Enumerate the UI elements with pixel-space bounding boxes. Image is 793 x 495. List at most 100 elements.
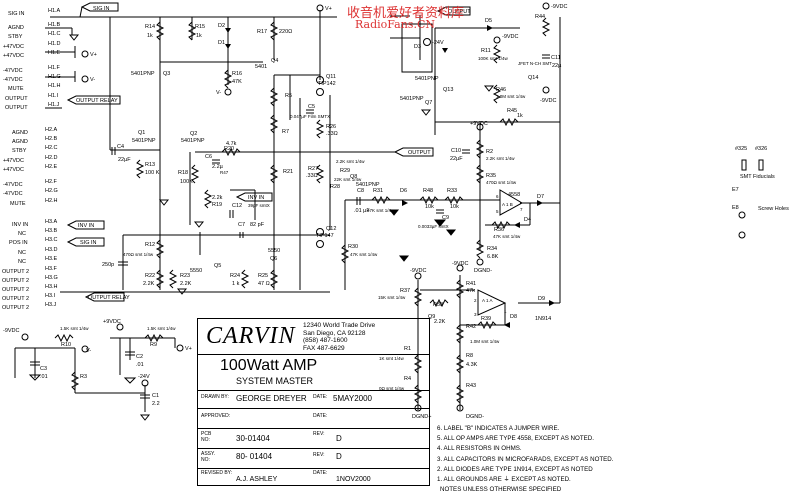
label-components-q8-1: 5401PNP <box>356 182 380 188</box>
label-rails-p9vdc: +9VDC <box>103 319 121 325</box>
resistor-r27 <box>315 164 325 184</box>
label-connectors-h3-4-name: NC <box>18 259 26 265</box>
label-components-r44-0: R44 <box>535 14 545 20</box>
label-components-c12-1: 39pF smtX <box>248 203 270 208</box>
label-components-dgnd1: DGND- <box>474 268 492 274</box>
label-connectors-h3-5-name: OUTPUT 2 <box>2 269 29 275</box>
company-address: 12340 World Trade Drive San Diego, CA 92… <box>303 322 375 352</box>
label-components-q11-0: Q11 <box>326 74 336 80</box>
label-components-d9-0: D9 <box>538 296 545 302</box>
resistor-r41 <box>455 279 465 299</box>
label-components-r35-1: 470Ω smt 1/4w <box>486 180 517 185</box>
resistor-r19 <box>203 189 213 209</box>
label-components-q13-1: 5401PNP <box>415 76 439 82</box>
label-components-r45-0: R45 <box>507 108 517 114</box>
label-connectors-h1-8-pin: H1.I <box>48 93 59 99</box>
label-net_flags-inv_in: INV IN <box>78 223 94 229</box>
label-components-c4-0: C4 <box>117 144 124 150</box>
diodes <box>225 25 555 328</box>
resistor-r36 <box>491 220 511 230</box>
label-components-q14-0: Q14 <box>528 75 538 81</box>
label-components-c2-0: C2 <box>136 354 143 360</box>
label-title_block-address_line1: 12340 World Trade Drive <box>303 322 376 329</box>
label-components-c250: 250p <box>102 262 114 268</box>
label-components-r10-0: R10 <box>61 342 71 348</box>
notes: 6. LABEL "B" INDICATES A JUMPER WIRE. 5.… <box>437 424 614 495</box>
label-connectors-h2-3-name: +47VDC <box>3 158 24 164</box>
h1-a-name: SIG IN <box>8 11 25 17</box>
label-components-q8-0: Q8 <box>350 174 357 180</box>
label-components-q6-1: 5550 <box>268 248 280 254</box>
label-net_flags-sig_in_top: SIG IN <box>93 6 110 12</box>
label-components-r19-0: R19 <box>212 202 222 208</box>
label-components-r28-1: 22K smt 1/4w <box>334 177 362 182</box>
resistor-r16 <box>223 69 233 89</box>
label-components-e7: E7 <box>732 187 739 193</box>
title-block-title: 100Watt AMP SYSTEM MASTER <box>198 354 429 391</box>
label-title_block-fax: FAX 487-6629 <box>303 344 345 352</box>
resistor-r14 <box>155 21 165 41</box>
label-components-r21: R21 <box>283 169 293 175</box>
label-components-q7-1: 5401PNP <box>400 96 424 102</box>
label-components-r25-1: 47 Ω <box>258 281 270 287</box>
label-components-r8-0: R8 <box>466 353 473 359</box>
label-connectors-h3-3-name: NC <box>18 250 26 256</box>
label-components-r4-0: R4 <box>404 376 411 382</box>
label-connectors-h3-0-pin: H3.A <box>45 219 58 225</box>
drawing-subtitle: SYSTEM MASTER <box>236 376 314 386</box>
label-components-u1a-1: 2 <box>474 298 477 303</box>
label-connectors-h2-5-pin: H2.F <box>45 179 58 185</box>
label-components-r29-1: 2.2K smt 1/4w <box>336 159 365 164</box>
label-title_block-approved_date_label: DATE: <box>313 413 328 419</box>
label-connectors-h3-0-name: INV IN <box>12 222 28 228</box>
label-components-c10-1: 22µF <box>450 156 463 162</box>
label-connectors-h2-2-name: STBY <box>12 148 27 154</box>
label-components-r42-0: R42 <box>466 324 476 330</box>
label-components-c4-1: 22µF <box>118 157 131 163</box>
label-rails-vplus: V+ <box>90 52 97 58</box>
resistor-r44 <box>541 17 551 37</box>
label-components-q5-1: 5550 <box>190 268 202 274</box>
label-connectors-h1-2-name: STBY <box>8 34 23 40</box>
opamp-u1a <box>477 289 507 316</box>
label-components-r36-1: 47K smt 1/4w <box>493 234 521 239</box>
label-net_flags-output_relay_right: OUTPUT <box>448 9 471 15</box>
label-connectors-h2-5-name: -47VDC <box>3 182 23 188</box>
resistor-r31 <box>371 195 391 205</box>
label-connectors-h1-3-pin: H1.D <box>48 41 61 47</box>
resistor-r21 <box>269 164 279 184</box>
label-components-r18-0: R18 <box>178 170 188 176</box>
label-components-c3-0: C3 <box>40 366 47 372</box>
label-components-q13-0: Q13 <box>443 87 453 93</box>
capacitors <box>30 54 550 399</box>
label-components-r36-0: R36 <box>494 227 504 233</box>
label-components-r41-0: R41 <box>466 281 476 287</box>
label-net_flags-output_relay_top: OUTPUT RELAY <box>76 98 118 104</box>
label-components-r22-1: 2.2K <box>143 281 155 287</box>
resistor-r9 <box>144 333 164 343</box>
label-components-r8-1: 4.3K <box>466 362 478 368</box>
label-components-r17-0: R17 <box>257 29 267 35</box>
revised-date: 1NOV2000 <box>336 476 371 483</box>
label-components-d3: D3 <box>414 44 421 50</box>
resistor-r33 <box>444 195 464 205</box>
notes-footer: NOTES UNLESS OTHERWISE SPECIFIED <box>440 486 562 494</box>
label-net_flags-output_relay_bottom: OUTPUT RELAY <box>88 295 130 301</box>
resistor-r26 <box>315 119 325 139</box>
label-connectors-h3-6-name: OUTPUT 2 <box>2 278 29 284</box>
label-components-c8-0: C8 <box>357 188 364 194</box>
label-title_block-revised_by_label: REVISED BY: <box>201 470 233 476</box>
title-block: CARVIN 12340 World Trade Drive San Diego… <box>197 318 430 486</box>
label-components-r39-0: R39 <box>481 316 491 322</box>
label-components-c11-1: 22µ <box>552 63 562 69</box>
label-connectors-h1-4-name: +47VDC <box>3 53 24 59</box>
label-components-fiducial2: #326 <box>755 146 767 152</box>
label-components-u1b-1: A 1 B <box>502 202 513 207</box>
label-components-u1b-3: 5 <box>496 209 499 214</box>
drawn-by: GEORGE DREYER <box>236 394 307 403</box>
label-components-smt_fiducials: SMT Fiducials <box>740 174 775 180</box>
label-rails-m24v: -24V <box>432 40 444 46</box>
resistor-r25 <box>269 269 279 289</box>
label-components-u1a-3: 1 <box>504 309 507 314</box>
